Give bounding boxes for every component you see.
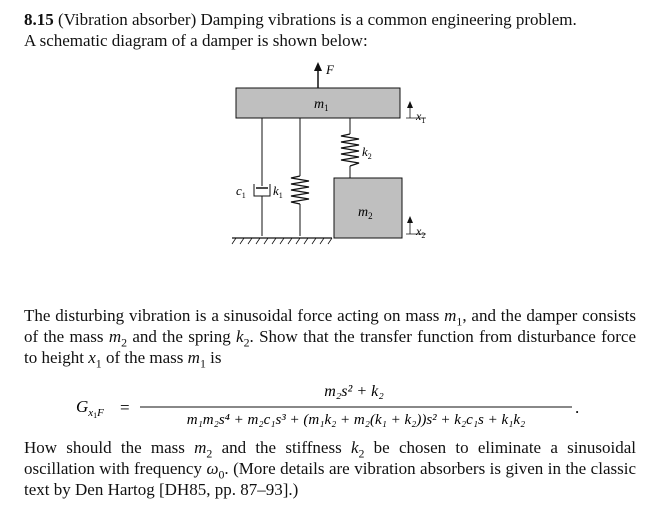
symbol-omega0: ω0 [206,459,225,482]
force-label: F [325,62,335,77]
spring-1-label: k1 [273,183,283,200]
intro-text-2: A schematic diagram of a damper is shown… [24,31,368,50]
x2-arrowhead [407,216,413,223]
x1-label: x1 [415,109,425,125]
p3-text-2: and the stiffness [221,438,342,457]
transfer-function-paragraph: The disturbing vibration is a sinusoidal… [24,305,636,371]
damper-label: c1 [236,183,246,200]
damper-schematic: F m1 x1 c1 k1 k2 m2 x2 [231,62,426,245]
problem-statement: 8.15 (Vibration absorber) Damping vibrat… [24,9,636,51]
symbol-k2-2: k2 [350,438,365,461]
mass-1-block [235,87,401,119]
p2-text-1: The disturbing vibration is a sinusoidal… [24,306,440,325]
ground-hatch [231,237,333,245]
x1-arrowhead [407,101,413,108]
equation-period: . [575,398,579,417]
p2-text-5: of the mass [105,348,184,367]
symbol-m1-2: m1 [187,348,206,371]
equation-lhs: Gx1F [76,397,104,420]
question-paragraph: How should the mass m2 and the stiffness… [24,437,636,500]
spring-2-coil [340,133,360,167]
mass-2-label: m2 [358,205,373,221]
symbol-m1: m1 [444,306,463,329]
spring-1-coil [290,175,310,205]
p3-text-1: How should the mass [24,438,185,457]
symbol-x1: x1 [88,348,102,371]
symbol-m2: m2 [108,327,128,350]
problem-number: 8.15 [24,10,54,29]
symbol-m2-2: m2 [194,438,213,461]
p2-text-4: . Show that the transfer function from d… [24,327,636,367]
p2-text-2: , and the damper consists of the mass [24,306,636,346]
transfer-function-equation: Gx1F = m₂s² + k₂ m₁m₂s⁴ + m₂c₁s³ + (m₁k₂… [76,383,579,428]
spring-2-label: k2 [362,144,372,161]
p3-text-3: be chosen to eliminate a sinusoidal osci… [24,438,637,478]
equation-numerator: m₂s² + k₂ [324,383,384,400]
mass-1-label: m1 [314,97,329,113]
p2-text-6: is [210,348,222,367]
p3-text-4: . (More details are vibration absorbers … [24,459,637,499]
force-arrowhead [314,62,322,71]
intro-text-1: Damping vibrations is a common engineeri… [200,10,577,29]
equation-equals: = [120,398,130,417]
p2-text-3: and the spring [132,327,231,346]
equation-denominator: m₁m₂s⁴ + m₂c₁s³ + (m₁k₂ + m₂(k₁ + k₂))s²… [187,412,526,428]
mass-2-block [333,177,403,239]
problem-title: (Vibration absorber) [58,10,197,29]
x2-label: x2 [415,224,425,240]
symbol-k2: k2 [236,327,250,350]
